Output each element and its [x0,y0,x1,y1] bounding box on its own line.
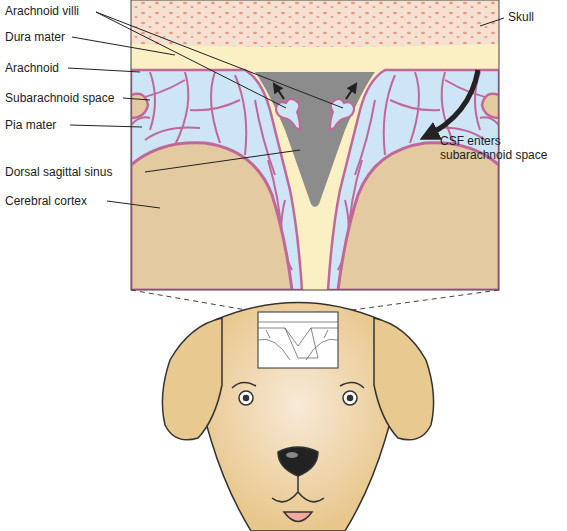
part-label: Dorsal sagittal sinus [5,165,112,179]
leader-lines [68,12,504,208]
part-label: Arachnoid [5,61,59,75]
head-inset [258,312,338,368]
part-label: Arachnoid villi [5,4,79,18]
part-label: Subarachnoid space [5,91,114,105]
part-label: Skull [508,10,534,24]
nose-highlight [286,452,298,458]
callout-note: CSF enters subarachnoid space [440,134,560,162]
csf-arrow [425,70,478,137]
dog-head [162,303,433,531]
part-label: Dura mater [5,30,65,44]
part-label: Pia mater [5,118,56,132]
part-label: Cerebral cortex [5,194,87,208]
